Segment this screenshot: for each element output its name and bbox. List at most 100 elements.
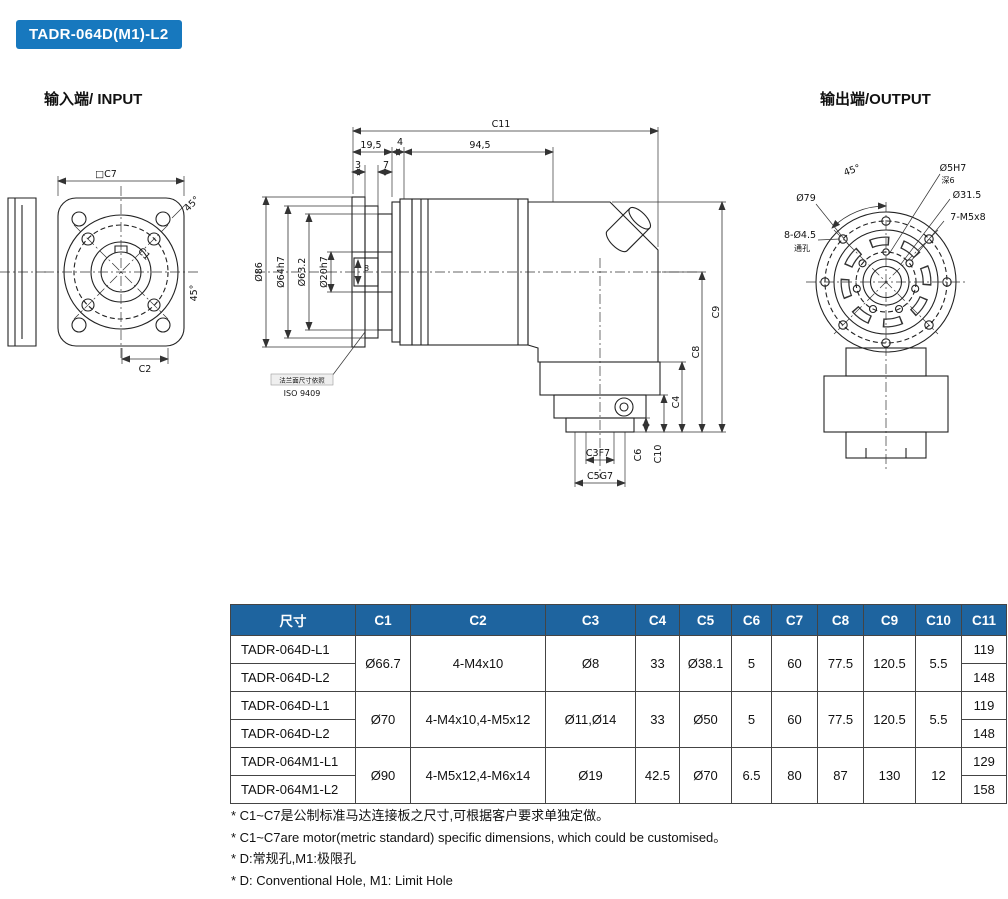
model-title-badge: TADR-064D(M1)-L2	[16, 20, 182, 49]
value-cell: 12	[915, 747, 962, 804]
dim-label-c1: C1	[135, 246, 152, 263]
output-view-drawing: 45° Ø5H7 深6 Ø31.5 7-M5x8 Ø79 8-Ø4.5 通孔	[784, 163, 986, 470]
dim-label-dia63-2: Ø63.2	[297, 258, 308, 287]
dim-label-c6: C6	[633, 449, 644, 462]
dim-label-angle-top: 45°	[182, 194, 202, 214]
value-cell: 148	[961, 719, 1007, 748]
table-row: TADR-064D-L2 148	[230, 663, 1007, 692]
footnote-line: * C1~C7是公制标准马达连接板之尺寸,可根据客户要求单独定做。	[231, 808, 610, 823]
footnote-line: * D: Conventional Hole, M1: Limit Hole	[231, 872, 453, 888]
flange-note-cn: 法兰面尺寸依照	[279, 376, 325, 385]
value-cell: Ø19	[545, 747, 636, 804]
value-cell: Ø38.1	[679, 635, 732, 692]
model-cell: TADR-064M1-L2	[230, 775, 356, 804]
value-cell: Ø90	[355, 747, 411, 804]
dim-label-dia31-5: Ø31.5	[953, 190, 982, 201]
dim-label-3: 3	[355, 160, 361, 171]
value-cell: 4-M4x10	[410, 635, 546, 692]
dim-label-dowel-depth: 深6	[941, 176, 954, 185]
dim-label-dia64h7: Ø64h7	[276, 256, 287, 288]
column-header-c10: C10	[915, 604, 962, 636]
model-cell: TADR-064D-L2	[230, 719, 356, 748]
column-header-c4: C4	[635, 604, 680, 636]
technical-drawings: □C7 45° 45° C1 C2	[0, 119, 986, 487]
value-cell: 148	[961, 663, 1007, 692]
dim-label-m5x8: 7-M5x8	[950, 212, 985, 223]
model-cell: TADR-064D-L1	[230, 691, 356, 720]
table-row: TADR-064M1-L2 158	[230, 775, 1007, 804]
footnotes: * C1~C7是公制标准马达连接板之尺寸,可根据客户要求单独定做。 * C1~C…	[231, 805, 726, 891]
column-header-c11: C11	[961, 604, 1007, 636]
value-cell: 5	[731, 635, 772, 692]
value-cell: 6.5	[731, 747, 772, 804]
column-header-size: 尺寸	[230, 604, 356, 636]
dim-label-94-5: 94,5	[469, 140, 490, 151]
column-header-c3: C3	[545, 604, 636, 636]
dim-label-through-holes: 8-Ø4.5	[784, 230, 816, 241]
input-view-drawing: □C7 45° 45° C1 C2	[0, 169, 202, 375]
dim-label-dia20h7: Ø20h7	[319, 256, 330, 288]
dim-label-c3: C3F7	[586, 448, 610, 459]
value-cell: 4-M4x10,4-M5x12	[410, 691, 546, 748]
footnote-line: * C1~C7are motor(metric standard) specif…	[231, 829, 727, 845]
dim-label-8: 8	[364, 264, 369, 273]
column-header-c9: C9	[863, 604, 916, 636]
column-header-c7: C7	[771, 604, 818, 636]
value-cell: Ø66.7	[355, 635, 411, 692]
column-header-c1: C1	[355, 604, 411, 636]
column-header-c8: C8	[817, 604, 864, 636]
dim-label-through: 通孔	[794, 243, 810, 253]
value-cell: 77.5	[817, 635, 864, 692]
value-cell: 120.5	[863, 635, 916, 692]
value-cell: Ø8	[545, 635, 636, 692]
value-cell: 129	[961, 747, 1007, 776]
column-header-c2: C2	[410, 604, 546, 636]
column-header-c6: C6	[731, 604, 772, 636]
dim-label-c10: C10	[653, 445, 664, 464]
input-end-label: 输入端/ INPUT	[44, 91, 143, 108]
side-view-drawing: C11 19,5 4 94,5 3 7 Ø86 Ø64h7	[254, 119, 726, 487]
dim-label-square-c7: □C7	[95, 169, 117, 180]
value-cell: 33	[635, 635, 680, 692]
dim-label-c8: C8	[691, 346, 702, 359]
dim-label-c9: C9	[711, 306, 722, 319]
dim-label-c2: C2	[139, 364, 152, 375]
model-cell: TADR-064M1-L1	[230, 747, 356, 776]
table-row: TADR-064M1-L1 Ø90 4-M5x12,4-M6x14 Ø19 42…	[230, 747, 1007, 804]
value-cell: Ø70	[679, 747, 732, 804]
header-row: 尺寸 C1 C2 C3 C4 C5 C6 C7 C8 C9 C10 C11	[230, 604, 1007, 636]
value-cell: 87	[817, 747, 864, 804]
dim-label-4: 4	[397, 137, 403, 148]
value-cell: 158	[961, 775, 1007, 804]
model-cell: TADR-064D-L1	[230, 635, 356, 664]
dim-label-angle-side: 45°	[189, 285, 200, 302]
value-cell: 60	[771, 691, 818, 748]
dimension-table: 尺寸 C1 C2 C3 C4 C5 C6 C7 C8 C9 C10 C11 TA…	[230, 604, 1007, 804]
value-cell: 42.5	[635, 747, 680, 804]
footnote-line: * D:常规孔,M1:极限孔	[231, 851, 356, 866]
dim-label-output-angle: 45°	[842, 163, 862, 179]
dim-label-dowel: Ø5H7	[940, 163, 967, 174]
table-row: TADR-064D-L1 Ø70 4-M4x10,4-M5x12 Ø11,Ø14…	[230, 691, 1007, 748]
value-cell: 5.5	[915, 635, 962, 692]
value-cell: Ø50	[679, 691, 732, 748]
value-cell: 120.5	[863, 691, 916, 748]
table-row: TADR-064D-L1 Ø66.7 4-M4x10 Ø8 33 Ø38.1 5…	[230, 635, 1007, 692]
dim-label-dia86: Ø86	[254, 262, 265, 282]
flange-note-iso: ISO 9409	[284, 389, 321, 398]
value-cell: Ø70	[355, 691, 411, 748]
dim-label-c11: C11	[492, 119, 511, 130]
value-cell: 5.5	[915, 691, 962, 748]
dim-label-19-5: 19,5	[360, 140, 381, 151]
dim-label-c5: C5G7	[587, 471, 613, 482]
dim-label-dia79: Ø79	[796, 193, 816, 204]
output-end-label: 输出端/OUTPUT	[820, 91, 931, 108]
value-cell: 80	[771, 747, 818, 804]
value-cell: 119	[961, 691, 1007, 720]
table-row: TADR-064D-L2 148	[230, 719, 1007, 748]
value-cell: 77.5	[817, 691, 864, 748]
value-cell: 60	[771, 635, 818, 692]
value-cell: 5	[731, 691, 772, 748]
value-cell: 33	[635, 691, 680, 748]
